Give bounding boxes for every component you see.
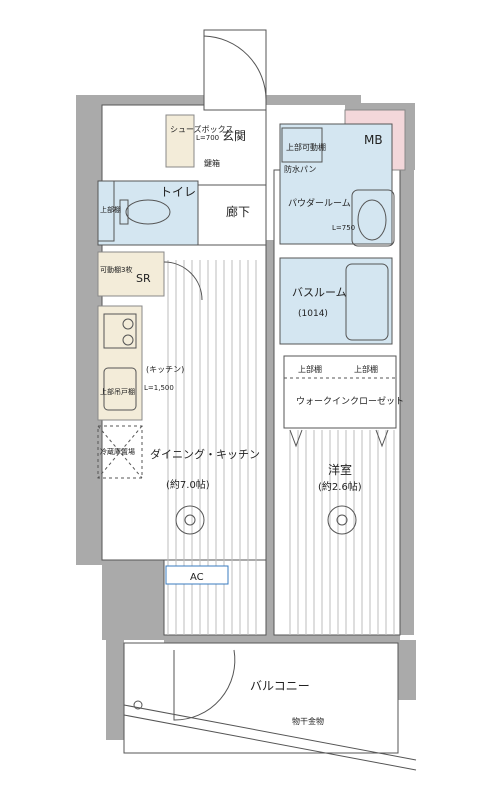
north-wall-left — [76, 95, 204, 105]
toilet-shelf-label: 上部棚 — [100, 205, 121, 214]
upper-shelf-label: 上部可動棚 — [286, 142, 326, 152]
dk-label: ダイニング・キッチン — [150, 447, 260, 461]
vanity-sink — [351, 189, 395, 247]
kitchen-sink — [103, 367, 137, 411]
bath-size-label: (1014) — [298, 309, 328, 319]
powder-upper-shelf — [281, 127, 323, 163]
bath-room-area — [279, 257, 393, 345]
powder-room — [279, 123, 393, 245]
waterproof-pan-label: 防水パン — [284, 164, 316, 174]
bath-room-label: バスルーム — [292, 286, 347, 299]
drying-hardware-label: 物干金物 — [292, 716, 324, 726]
toilet-room — [97, 180, 199, 246]
balcony-rail — [123, 704, 417, 761]
balcony-door[interactable] — [173, 649, 236, 721]
sr-shelf-label: 可動棚3枚 — [100, 265, 132, 274]
mb-label: MB — [364, 133, 383, 147]
balcony-wall-east — [398, 640, 416, 700]
toilet-tank — [119, 199, 129, 225]
burner-2 — [122, 334, 134, 346]
fridge-label: 冷蔵庫置場 — [100, 447, 135, 456]
ac-unit — [165, 565, 229, 585]
entrance-hall — [203, 29, 267, 111]
corridor-area — [197, 184, 267, 246]
dk-area-label: (約7.0帖) — [166, 478, 210, 491]
balcony-wall-west — [106, 640, 124, 740]
sr-door[interactable] — [163, 261, 203, 301]
western-ceiling-light — [327, 505, 357, 535]
kitchen-size-label: L=1,500 — [144, 384, 174, 392]
burner-1 — [122, 318, 134, 330]
dk-ceiling-light — [175, 505, 205, 535]
corridor-label: 廊下 — [226, 204, 250, 219]
stove — [103, 313, 137, 349]
entrance-label: 玄関 — [222, 128, 246, 143]
kitchen-side-label: (キッチン) — [146, 365, 184, 374]
sr-label: SR — [136, 272, 151, 285]
balcony-label: バルコニー — [250, 679, 310, 693]
western-room-area-label: (約2.6帖) — [318, 480, 362, 493]
wic-shelf-right-label: 上部棚 — [354, 364, 378, 374]
toilet-bowl — [125, 199, 171, 225]
balcony-rail-2 — [123, 714, 417, 771]
wic-label: ウォークインクローゼット — [296, 395, 404, 407]
bathtub — [345, 263, 389, 341]
drain — [133, 700, 143, 710]
sr-storage — [97, 251, 165, 297]
wic-area — [283, 355, 397, 429]
western-ceiling-light-core — [336, 514, 348, 526]
toilet-shelf — [97, 180, 115, 242]
toilet-label: トイレ — [160, 185, 196, 199]
ac-label: AC — [190, 572, 204, 583]
south-wall — [164, 635, 400, 643]
shoes-box — [165, 114, 195, 168]
east-wall — [400, 165, 414, 635]
powder-room-label: パウダールーム — [288, 197, 351, 209]
entrance-door[interactable] — [203, 35, 267, 101]
vanity-size-label: L=750 — [332, 224, 355, 232]
southwest-wall — [102, 560, 164, 640]
dk-ceiling-light-core — [184, 514, 196, 526]
wic-door-left[interactable] — [289, 429, 303, 448]
sink-bowl — [357, 199, 387, 241]
center-partition — [266, 240, 274, 635]
western-floorboards — [289, 430, 395, 635]
western-room-label: 洋室 — [328, 462, 352, 477]
north-wall-right — [266, 95, 361, 105]
kitchen-cabinet-label: 上部吊戸棚 — [100, 387, 135, 396]
wic-shelf-left-label: 上部棚 — [298, 364, 322, 374]
shoes-box-label: シューズボックス — [170, 124, 233, 134]
key-box-label: 鍵箱 — [204, 158, 220, 168]
balcony-area — [123, 642, 399, 754]
shoes-box-size: L=700 — [196, 134, 219, 142]
kitchen-counter — [97, 305, 143, 421]
wic-door-right[interactable] — [375, 429, 389, 448]
